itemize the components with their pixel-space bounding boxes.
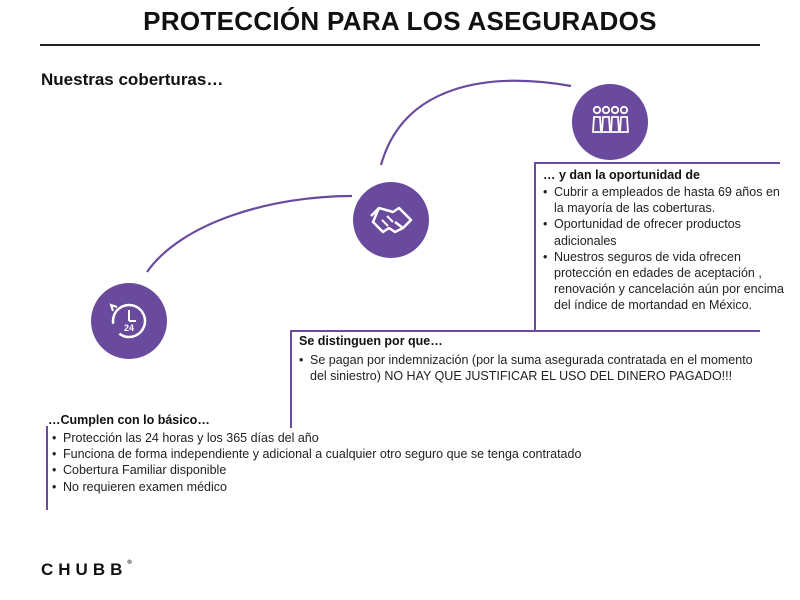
section-heading: …Cumplen con lo básico…: [48, 413, 210, 427]
connector-arc-1: [146, 194, 353, 273]
people-group-icon: [572, 84, 648, 160]
section-list: Protección las 24 horas y los 365 días d…: [52, 430, 688, 495]
list-item: No requieren examen médico: [52, 479, 688, 495]
title-rule: [40, 44, 760, 46]
section-1-side-line: [46, 426, 48, 510]
page-subtitle: Nuestras coberturas…: [41, 70, 224, 89]
clock-24-icon: 24: [91, 283, 167, 359]
section-opportunity: … y dan la oportunidad de Cubrir a emple…: [543, 168, 786, 314]
page-title: PROTECCIÓN PARA LOS ASEGURADOS: [143, 6, 657, 36]
section-3-side-line: [534, 162, 536, 330]
list-item: Protección las 24 horas y los 365 días d…: [52, 430, 688, 446]
section-3-top-line: [534, 162, 780, 164]
list-item: Cobertura Familiar disponible: [52, 462, 688, 478]
list-item: Cubrir a empleados de hasta 69 años en l…: [543, 184, 786, 216]
list-item: Oportunidad de ofrecer productos adicion…: [543, 216, 786, 248]
list-item: Se pagan por indemnización (por la suma …: [299, 352, 764, 384]
handshake-icon: [353, 182, 429, 258]
list-item: Funciona de forma independiente y adicio…: [52, 446, 688, 462]
clock-24-label: 24: [124, 323, 134, 333]
section-list: Cubrir a empleados de hasta 69 años en l…: [543, 184, 786, 314]
section-heading: Se distinguen por que…: [299, 334, 443, 348]
section-list: Se pagan por indemnización (por la suma …: [299, 352, 764, 384]
section-distinguish: Se distinguen por que… Se pagan por inde…: [299, 334, 764, 384]
logo-registered-mark: ®: [127, 560, 132, 566]
chubb-logo: CHUBB®: [41, 560, 132, 580]
list-item: Nuestros seguros de vida ofrecen protecc…: [543, 249, 786, 314]
section-heading: … y dan la oportunidad de: [543, 168, 700, 182]
logo-text: CHUBB: [41, 560, 128, 579]
section-2-top-line: [290, 330, 760, 332]
section-basics: …Cumplen con lo básico… Protección las 2…: [48, 413, 688, 495]
section-2-side-line: [290, 330, 292, 428]
connector-arc-2: [379, 79, 572, 166]
